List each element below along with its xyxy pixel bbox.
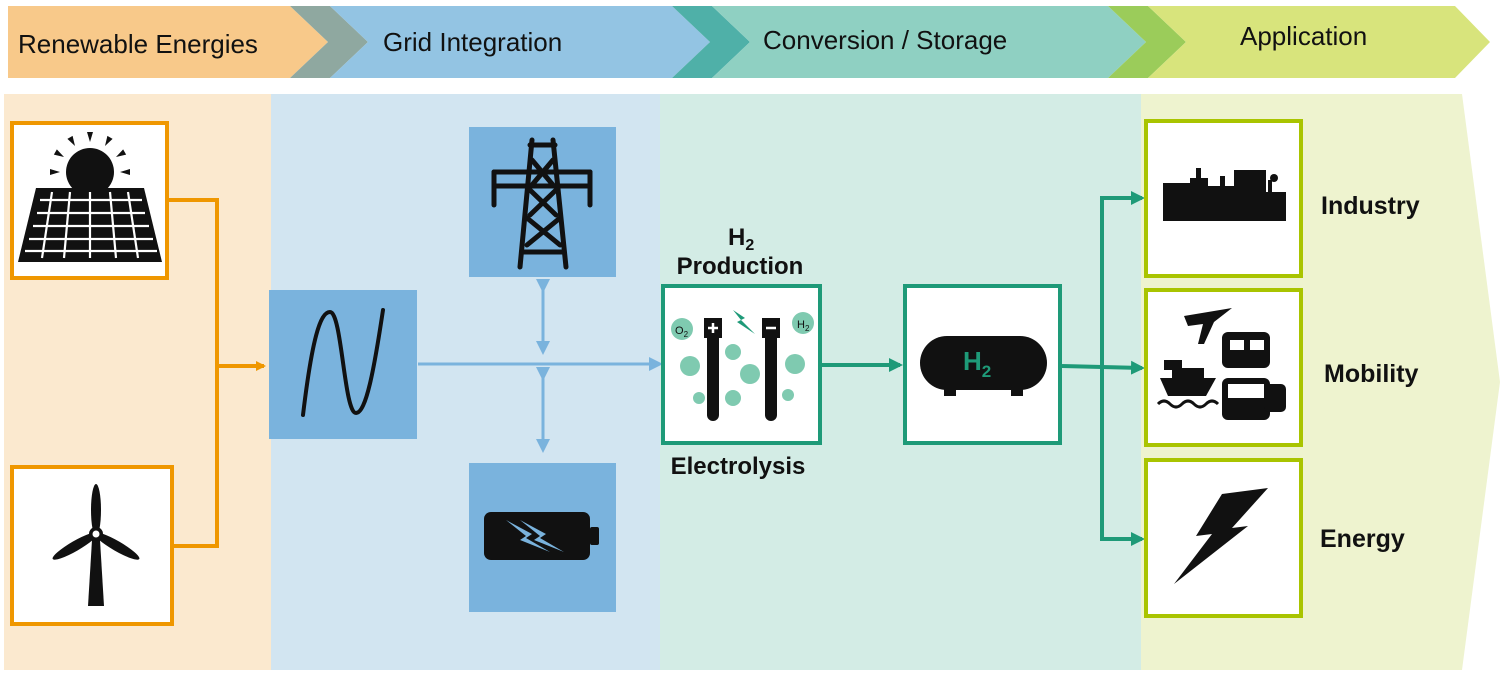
electrolyzer-spark-icon: [733, 310, 755, 334]
production-h2-title: H2: [728, 224, 754, 254]
lightning-icon: [1174, 488, 1268, 584]
wind-turbine-icon: [52, 484, 140, 606]
solar-source-box: [10, 121, 169, 280]
stage-header: Renewable Energies Grid Integration Conv…: [8, 6, 1490, 78]
stage-application-tip: [1108, 6, 1186, 78]
wind-source-box: [10, 465, 174, 626]
storage-box: H2: [903, 284, 1062, 445]
stage-application-chevron: [1148, 6, 1490, 78]
application-energy-label: Energy: [1320, 525, 1405, 553]
stage-conversion-label: Conversion / Storage: [763, 25, 1007, 55]
hydrogen-tank-icon: H2: [920, 336, 1047, 396]
stage-conversion-tip: [672, 6, 750, 78]
production-title: H2 Production: [677, 224, 804, 280]
electrolyzer-h2-label: H2: [797, 319, 810, 333]
production-title-label: Production: [677, 253, 804, 280]
stage-grid-label: Grid Integration: [383, 27, 562, 57]
battery-box: [469, 463, 616, 612]
application-energy: Energy: [1144, 458, 1405, 618]
stage-renewable-label: Renewable Energies: [18, 29, 258, 59]
stage-conversion-chevron: [712, 6, 1146, 78]
stage-renewable-energies: Renewable Energies: [8, 6, 328, 78]
pylon-box: [469, 127, 616, 277]
stage-application-label: Application: [1240, 21, 1367, 51]
production-h2-main: H: [728, 224, 745, 251]
ac-wave-icon: [301, 308, 385, 417]
application-industry: Industry: [1144, 119, 1420, 278]
stage-grid-tip: [290, 6, 368, 78]
tank-h2-label: H2: [963, 346, 991, 381]
stage-conversion-storage: Conversion / Storage: [672, 6, 1146, 78]
electrolysis-caption: Electrolysis: [671, 453, 806, 480]
grid-connectors: [418, 279, 663, 453]
solar-panel-icon: [18, 132, 162, 262]
electrolyzer-icon: O2 H2: [671, 310, 814, 421]
vehicles-icon: [1156, 308, 1286, 420]
source-connectors: [169, 198, 266, 548]
production-h2-sub: 2: [745, 237, 754, 254]
stage-grid-integration: Grid Integration: [290, 6, 710, 78]
factory-icon: [1163, 168, 1286, 221]
electrolyzer-box: O2 H2: [661, 284, 822, 445]
battery-icon: [484, 512, 599, 560]
power-pylon-icon: [491, 137, 593, 270]
application-industry-label: Industry: [1321, 192, 1420, 220]
electrolyzer-o2-label: O2: [675, 325, 689, 339]
stage-application: Application: [1108, 6, 1490, 78]
stage-renewable-chevron: [8, 6, 328, 78]
ac-grid-box: [269, 290, 417, 439]
stage-grid-chevron: [330, 6, 710, 78]
conversion-connectors: [822, 191, 1145, 546]
application-mobility-label: Mobility: [1324, 360, 1419, 388]
application-mobility: Mobility: [1144, 288, 1419, 447]
